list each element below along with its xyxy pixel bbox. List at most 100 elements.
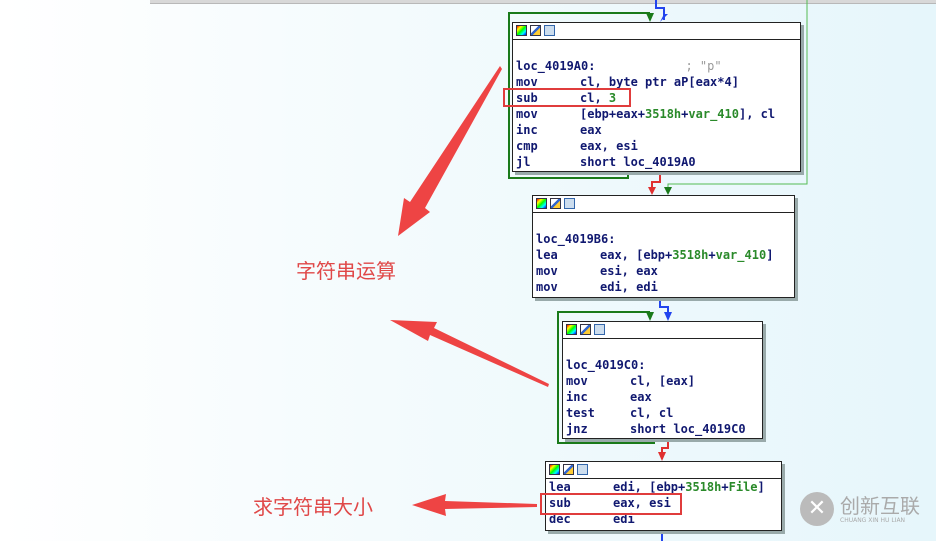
operand: 3518h (645, 107, 682, 121)
instruction-line[interactable]: sub eax, esi (549, 495, 781, 511)
annotation-string-operation: 字符串运算 (296, 259, 396, 283)
code-block-loc-4019a0[interactable]: loc_4019A0: ; "p" mov cl, byte ptr aP[eax*4… (512, 22, 801, 172)
annotation-arrow-3 (412, 494, 537, 516)
operand: cl, byte ptr aP[eax*4] (580, 75, 739, 89)
graph-icon[interactable] (577, 464, 588, 475)
operand: + (681, 107, 689, 121)
operand: cl, [eax] (630, 374, 696, 388)
watermark-logo-icon: ✕ (800, 492, 834, 526)
mnemonic: sub (549, 496, 571, 510)
instruction-line[interactable]: inc eax (566, 389, 762, 405)
mnemonic: mov (516, 107, 538, 121)
annotation-arrow-2 (390, 320, 549, 387)
arrowhead (664, 312, 672, 321)
mnemonic: lea (536, 248, 558, 262)
operand: edi, edi (600, 280, 658, 294)
block-label: loc_4019C0: (566, 358, 646, 372)
mnemonic: dec (549, 512, 571, 526)
operand: eax (630, 390, 652, 404)
mnemonic: mov (536, 264, 558, 278)
block-label: loc_4019A0: (516, 59, 596, 73)
instruction-line[interactable]: mov [ebp+eax+3518h+var_410], cl (516, 106, 800, 122)
operand: ], cl (738, 107, 776, 121)
mnemonic: lea (549, 480, 571, 494)
operand: var_410 (715, 248, 767, 262)
mnemonic: mov (536, 280, 558, 294)
arrowhead (658, 452, 666, 461)
operand: 3518h (685, 480, 722, 494)
operand: short loc_4019C0 (630, 422, 746, 436)
edit-icon[interactable] (563, 464, 574, 475)
instruction-line[interactable]: lea eax, [ebp+3518h+var_410] (536, 247, 794, 263)
block-header (563, 322, 762, 339)
watermark-name: 创新互联 (840, 493, 920, 518)
mnemonic: jnz (566, 422, 588, 436)
block-label: loc_4019B6: (536, 232, 616, 246)
block-header (546, 462, 781, 479)
annotation-string-length: 求字符串大小 (253, 495, 373, 519)
highlight-sub-eax-esi (540, 493, 682, 515)
highlight-sub-cl-3 (503, 88, 631, 107)
arrowhead (646, 13, 654, 22)
mnemonic: cmp (516, 139, 538, 153)
arrowhead (660, 14, 668, 22)
color-icon[interactable] (566, 324, 577, 335)
instruction-line[interactable]: cmp eax, esi (516, 138, 800, 154)
operand: eax, esi (580, 139, 638, 153)
instruction-line[interactable]: jl short loc_4019A0 (516, 154, 800, 170)
instruction-line[interactable]: mov cl, [eax] (566, 373, 762, 389)
top-scroll-strip (150, 0, 936, 4)
operand: [ebp+eax+ (580, 107, 646, 121)
operand: 3518h (672, 248, 709, 262)
mnemonic: inc (516, 123, 538, 137)
edge-loop-2 (557, 311, 655, 444)
graph-icon[interactable] (544, 25, 555, 36)
operand: edi (613, 512, 635, 526)
color-icon[interactable] (549, 464, 560, 475)
instruction-line[interactable]: mov cl, byte ptr aP[eax*4] (516, 74, 800, 90)
operand: esi, eax (600, 264, 658, 278)
operand: 3 (608, 91, 617, 105)
operand: cl, cl (630, 406, 674, 420)
operand: + (708, 248, 716, 262)
operand: eax, [ebp+ (600, 248, 673, 262)
block-comment: ; "p" (685, 59, 722, 73)
graph-icon[interactable] (594, 324, 605, 335)
operand: var_410 (688, 107, 739, 121)
edit-icon[interactable] (550, 198, 561, 209)
annotation-arrow-1 (398, 66, 502, 236)
mnemonic: mov (566, 374, 588, 388)
operand: File (728, 480, 758, 494)
graph-icon[interactable] (564, 198, 575, 209)
operand: + (721, 480, 729, 494)
block-header (513, 23, 800, 40)
arrowhead (646, 312, 654, 321)
arrowhead (664, 187, 672, 195)
mnemonic: mov (516, 75, 538, 89)
mnemonic: jl (516, 155, 531, 169)
edit-icon[interactable] (530, 25, 541, 36)
instruction-line[interactable]: jnz short loc_4019C0 (566, 421, 762, 437)
instruction-line[interactable]: mov edi, edi (536, 279, 794, 295)
operand: short loc_4019A0 (580, 155, 696, 169)
arrowhead (648, 187, 656, 195)
instruction-line[interactable]: mov esi, eax (536, 263, 794, 279)
mnemonic: inc (566, 390, 588, 404)
operand: cl, (580, 91, 609, 105)
edit-icon[interactable] (580, 324, 591, 335)
color-icon[interactable] (536, 198, 547, 209)
instruction-line[interactable]: dec edi (549, 511, 781, 527)
color-icon[interactable] (516, 25, 527, 36)
operand: ] (757, 480, 765, 494)
operand: eax, esi (613, 496, 671, 510)
operand: ] (766, 248, 774, 262)
